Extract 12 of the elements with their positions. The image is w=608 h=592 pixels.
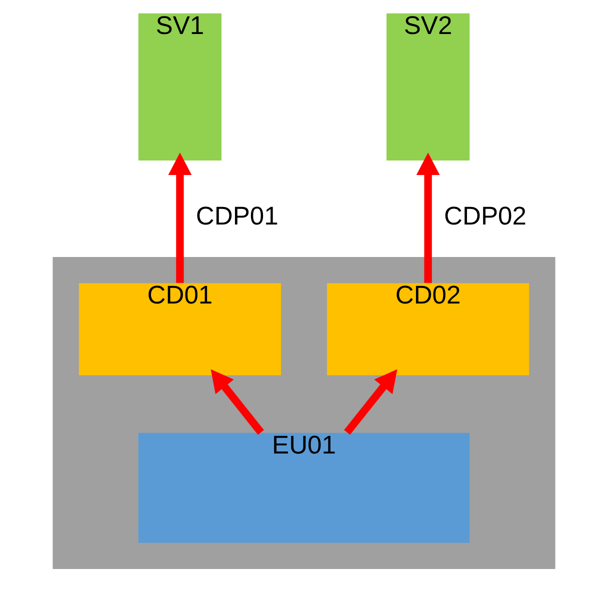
- arrow: [416, 152, 440, 283]
- node-box: CD02: [327, 283, 530, 376]
- arrow: [168, 152, 192, 283]
- cluster: [52, 257, 556, 570]
- arrow: [344, 369, 398, 435]
- node-box: CD01: [78, 283, 281, 376]
- arrow: [210, 369, 264, 435]
- edge-label: CDP01: [196, 202, 278, 230]
- edge-label: CDP02: [444, 202, 526, 230]
- node-box: SV1: [138, 13, 222, 160]
- node-box: SV2: [386, 13, 470, 160]
- node-box: EU01: [138, 432, 470, 543]
